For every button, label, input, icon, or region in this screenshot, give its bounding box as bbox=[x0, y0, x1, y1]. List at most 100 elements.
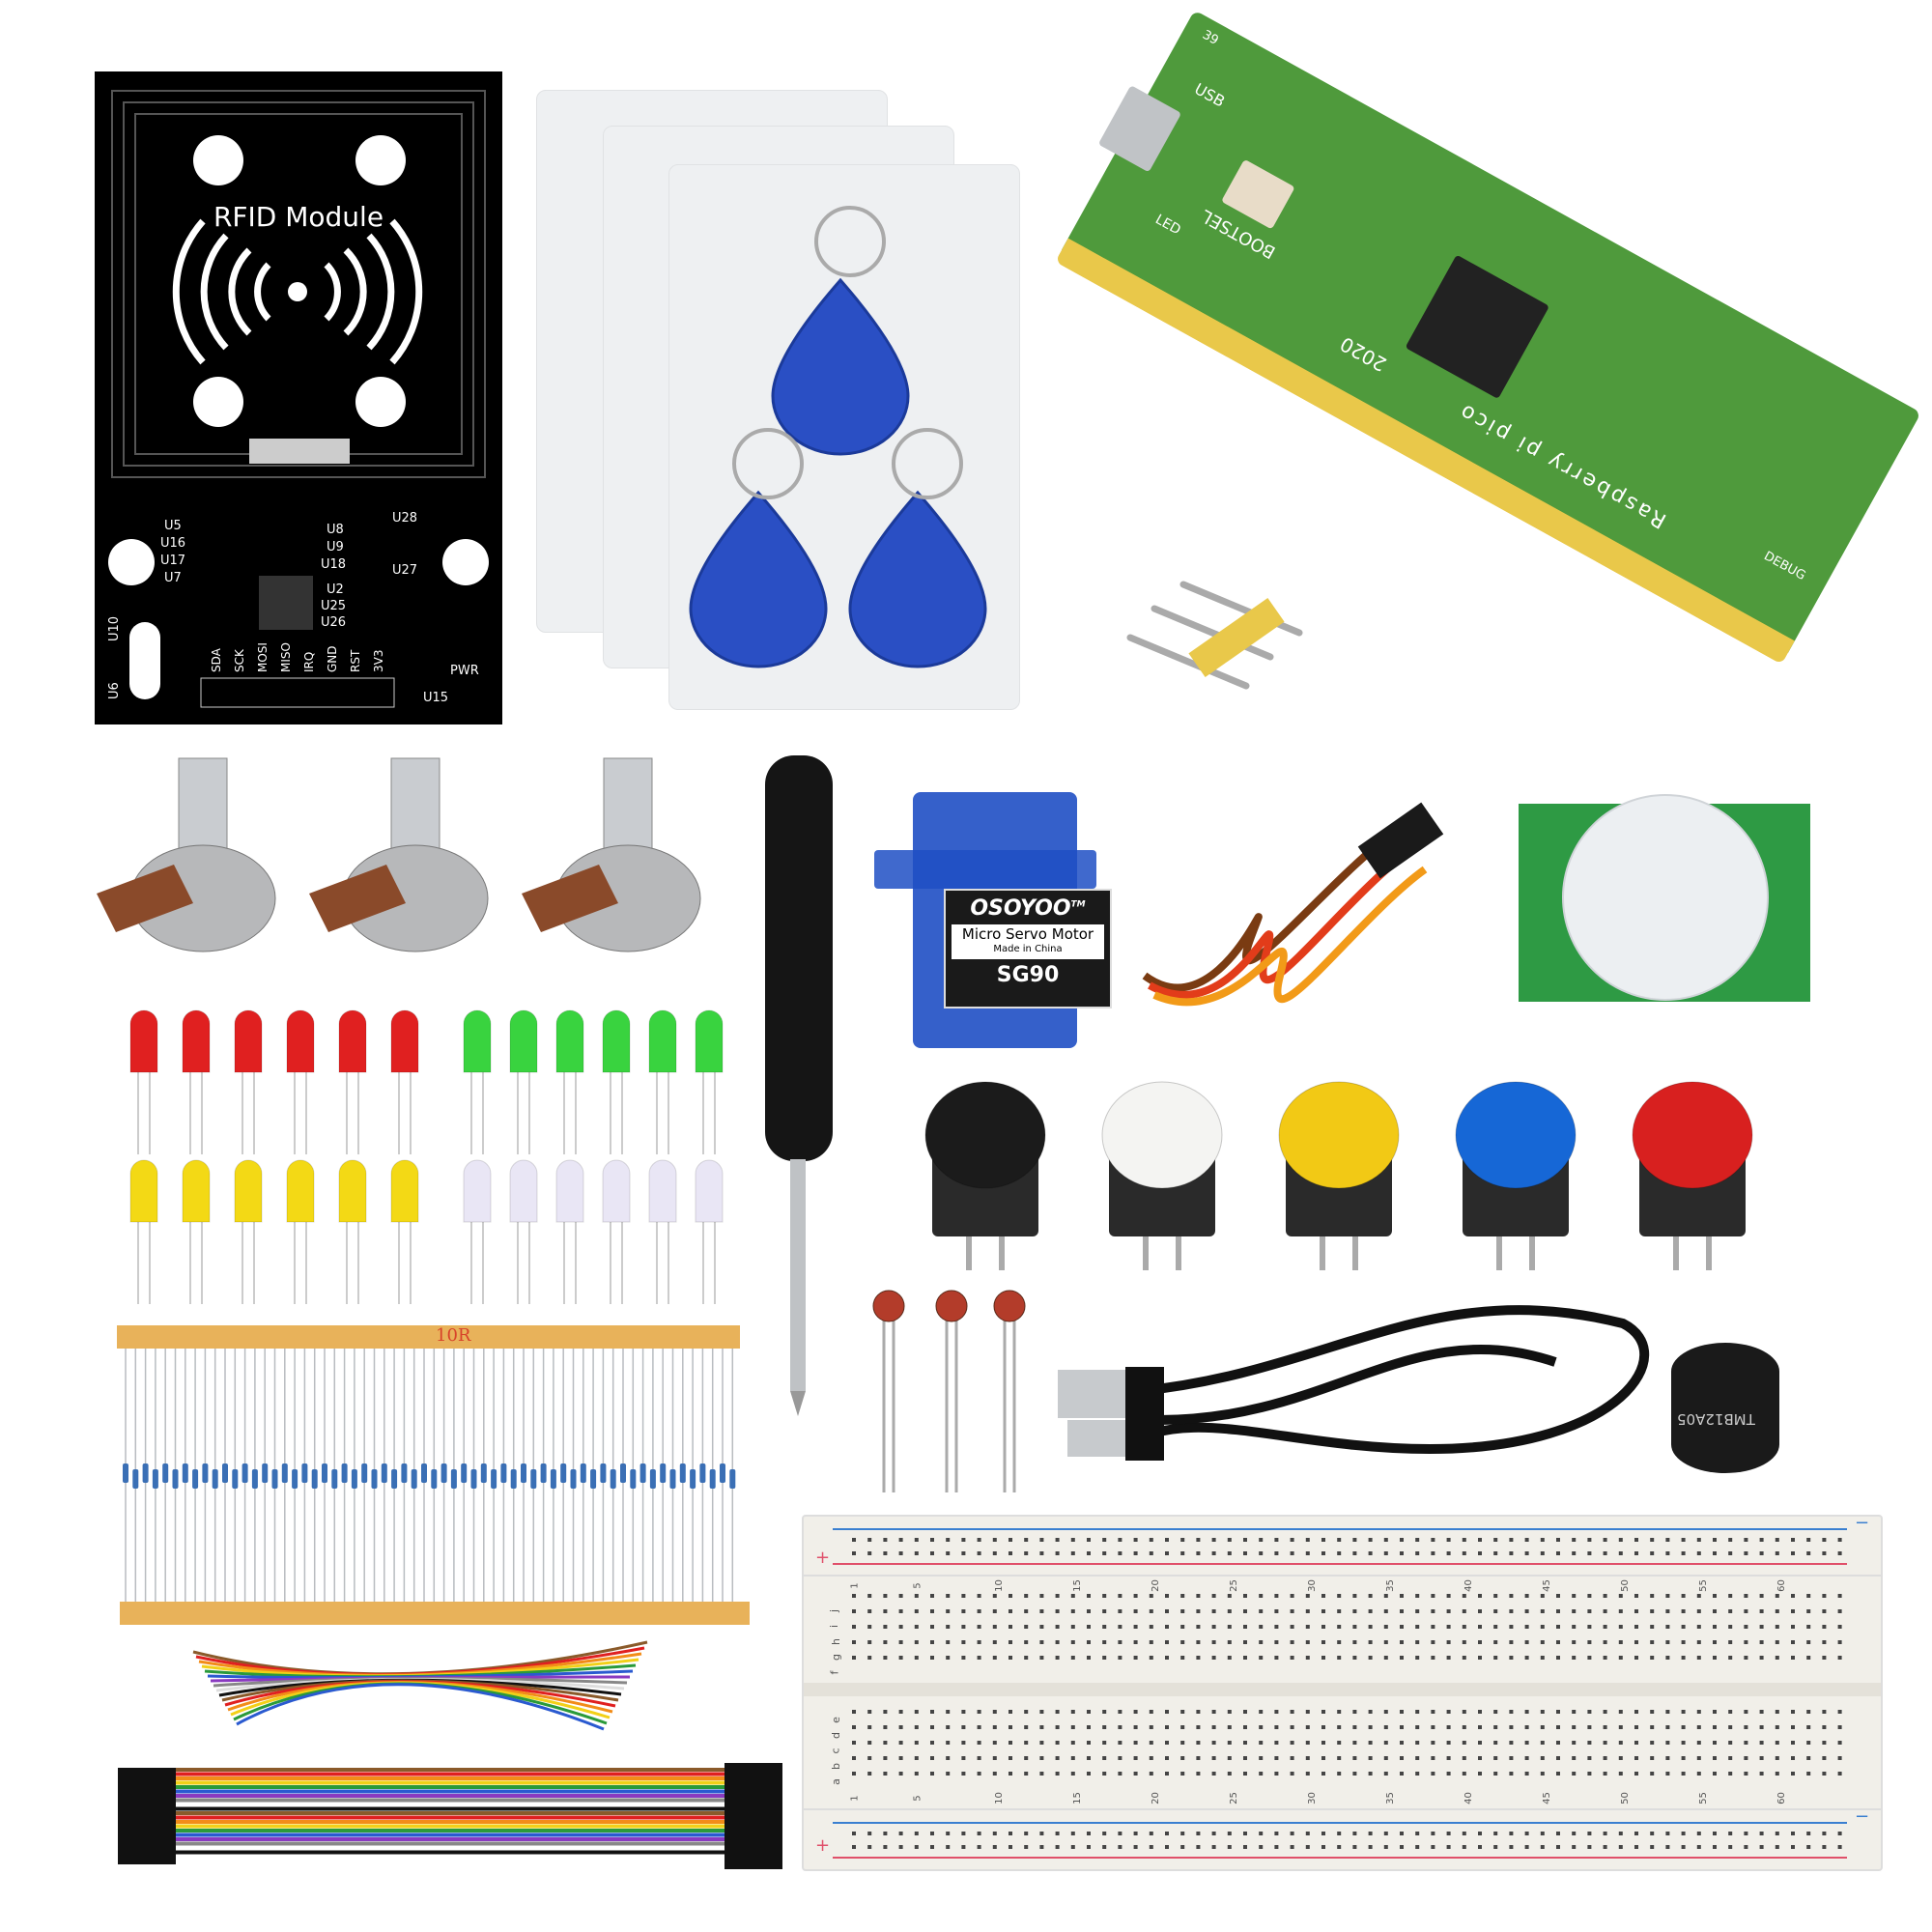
resistor bbox=[540, 1463, 547, 1483]
resistor bbox=[690, 1469, 696, 1489]
resistor bbox=[162, 1463, 169, 1483]
led bbox=[602, 1009, 631, 1073]
resistor bbox=[440, 1463, 447, 1483]
led bbox=[129, 1009, 158, 1073]
resistor bbox=[142, 1463, 149, 1483]
servo-model: SG90 bbox=[996, 963, 1060, 987]
led bbox=[182, 1159, 211, 1223]
resistor bbox=[470, 1469, 477, 1489]
resistor bbox=[461, 1463, 468, 1483]
resistor bbox=[123, 1463, 128, 1483]
resistor bbox=[152, 1469, 158, 1489]
part-label: U18 bbox=[321, 557, 346, 572]
part-label: U25 bbox=[321, 599, 346, 613]
led bbox=[338, 1009, 367, 1073]
led bbox=[286, 1009, 315, 1073]
resistor bbox=[521, 1463, 526, 1483]
rfid-module: RFID Module U5 U16 U17 U7 U8 U9 U18 U2 U… bbox=[95, 71, 502, 724]
resistor bbox=[630, 1469, 637, 1489]
resistor bbox=[660, 1463, 667, 1483]
rfid-board-graphic bbox=[108, 90, 489, 708]
pin-label: SCK bbox=[233, 648, 246, 672]
led bbox=[555, 1159, 584, 1223]
button-cap bbox=[1101, 1081, 1223, 1189]
resistor-value-label: 10R bbox=[436, 1325, 471, 1346]
part-label: U28 bbox=[392, 511, 417, 526]
button-cap bbox=[1455, 1081, 1577, 1189]
resistor bbox=[322, 1463, 327, 1483]
resistor bbox=[172, 1469, 179, 1489]
resistor bbox=[729, 1469, 736, 1489]
pwr-label: PWR bbox=[450, 664, 479, 678]
ldr bbox=[935, 1290, 968, 1322]
led bbox=[509, 1009, 538, 1073]
led bbox=[129, 1159, 158, 1223]
resistor bbox=[639, 1463, 646, 1483]
part-label: U26 bbox=[321, 615, 346, 630]
pir-dome bbox=[1562, 794, 1769, 1001]
resistor bbox=[570, 1469, 577, 1489]
potentiometer bbox=[522, 757, 701, 952]
resistor bbox=[371, 1469, 378, 1489]
pir-sensor bbox=[1519, 794, 1810, 1002]
resistor bbox=[590, 1469, 597, 1489]
led bbox=[286, 1159, 315, 1223]
resistor bbox=[550, 1469, 556, 1489]
resistor bbox=[271, 1469, 278, 1489]
led bbox=[234, 1009, 263, 1073]
resistor bbox=[401, 1463, 408, 1483]
key-fob bbox=[771, 277, 910, 456]
key-fob bbox=[689, 490, 828, 668]
pin-label: MISO bbox=[279, 642, 293, 672]
part-label: U16 bbox=[160, 536, 185, 551]
led bbox=[602, 1159, 631, 1223]
button-cap bbox=[924, 1081, 1046, 1189]
pin-label: RST bbox=[349, 649, 362, 672]
resistor bbox=[560, 1463, 567, 1483]
led bbox=[390, 1159, 419, 1223]
resistor bbox=[530, 1469, 537, 1489]
resistor-tape-top: 10R bbox=[117, 1325, 740, 1349]
header-plastic bbox=[1188, 598, 1285, 677]
resistor bbox=[510, 1469, 517, 1489]
rail-minus-label: − bbox=[1855, 1513, 1870, 1533]
key-fob bbox=[848, 490, 987, 668]
resistor bbox=[620, 1463, 626, 1483]
resistor bbox=[431, 1469, 438, 1489]
pin-label: SDA bbox=[210, 647, 223, 672]
resistor bbox=[421, 1463, 427, 1483]
part-label: U7 bbox=[164, 571, 182, 585]
resistor bbox=[580, 1463, 586, 1483]
led bbox=[234, 1159, 263, 1223]
led bbox=[463, 1159, 492, 1223]
led bbox=[695, 1009, 724, 1073]
jumper-wire bbox=[236, 1683, 605, 1731]
part-label: U8 bbox=[327, 523, 344, 537]
rail-minus-label: − bbox=[1855, 1806, 1870, 1827]
pin-label: 3V3 bbox=[372, 650, 385, 672]
resistor bbox=[391, 1469, 398, 1489]
part-label: U10 bbox=[107, 616, 122, 641]
resistor bbox=[212, 1469, 218, 1489]
breadboard-holes bbox=[852, 1538, 1842, 1849]
led bbox=[695, 1159, 724, 1223]
resistor bbox=[720, 1463, 725, 1483]
led bbox=[509, 1159, 538, 1223]
resistor bbox=[251, 1469, 258, 1489]
button-cap bbox=[1278, 1081, 1400, 1189]
rfid-title: RFID Module bbox=[213, 201, 384, 233]
resistor bbox=[610, 1469, 616, 1489]
part-label: U27 bbox=[392, 563, 417, 578]
resistor bbox=[192, 1469, 199, 1489]
led bbox=[338, 1159, 367, 1223]
servo-trademark: TM bbox=[1070, 899, 1086, 910]
led bbox=[182, 1009, 211, 1073]
